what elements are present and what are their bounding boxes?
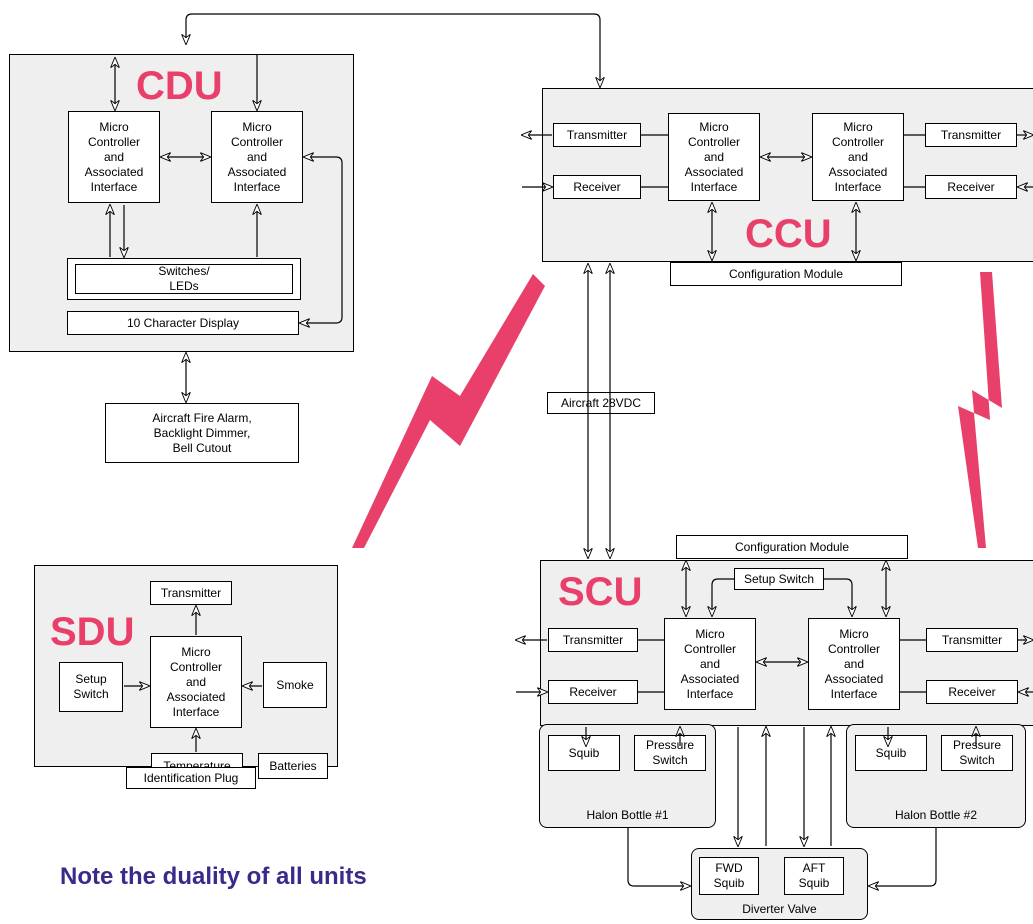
ccu-config-module: Configuration Module	[670, 262, 902, 286]
ccu-mc-left: Micro Controller and Associated Interfac…	[668, 113, 760, 201]
ccu-transmitter-right: Transmitter	[925, 123, 1017, 147]
diverter-label: Diverter Valve	[742, 902, 817, 916]
halon-2-label: Halon Bottle #2	[894, 808, 978, 822]
scu-transmitter-right: Transmitter	[926, 628, 1018, 652]
cdu-panel	[9, 54, 354, 352]
scu-setup-switch: Setup Switch	[734, 568, 824, 590]
cdu-display: 10 Character Display	[67, 311, 299, 335]
scu-mc-left: Micro Controller and Associated Interfac…	[664, 618, 756, 710]
scu-transmitter-left: Transmitter	[548, 628, 638, 652]
halon-1-label: Halon Bottle #1	[586, 808, 669, 822]
ccu-transmitter-left: Transmitter	[553, 123, 641, 147]
duality-note: Note the duality of all units	[60, 863, 367, 890]
sdu-identification-plug: Identification Plug	[126, 767, 256, 789]
cdu-switches-leds: Switches/ LEDs	[75, 264, 293, 294]
scu-setup-left	[712, 578, 734, 616]
wireless-bolt-left	[352, 274, 545, 548]
sdu-mc: Micro Controller and Associated Interfac…	[150, 636, 242, 728]
cdu-mc-left: Micro Controller and Associated Interfac…	[68, 111, 160, 203]
scu-config-module: Configuration Module	[676, 535, 908, 559]
scu-setup-right	[824, 578, 852, 616]
scu-title: SCU	[558, 570, 643, 614]
cdu-switches-outer: Switches/ LEDs	[67, 258, 301, 300]
halon-2-pressure-switch: Pressure Switch	[941, 735, 1013, 771]
sdu-title: SDU	[50, 610, 135, 654]
scu-receiver-right: Receiver	[926, 680, 1018, 704]
halon-1-pressure-switch: Pressure Switch	[634, 735, 706, 771]
cdu-mc-right: Micro Controller and Associated Interfac…	[211, 111, 303, 203]
ccu-receiver-right: Receiver	[925, 175, 1017, 199]
scu-mc-right: Micro Controller and Associated Interfac…	[808, 618, 900, 710]
halon1-diverter	[627, 828, 690, 886]
ccu-receiver-left: Receiver	[553, 175, 641, 199]
ccu-title: CCU	[745, 212, 832, 256]
power-label: Aircraft 28VDC	[547, 392, 655, 414]
sdu-transmitter: Transmitter	[150, 581, 232, 605]
sdu-batteries: Batteries	[258, 753, 328, 779]
diverter-fwd-squib: FWD Squib	[699, 857, 759, 895]
sdu-smoke: Smoke	[263, 662, 327, 708]
scu-receiver-left: Receiver	[548, 680, 638, 704]
sdu-setup-switch: Setup Switch	[59, 662, 123, 712]
cdu-display-loop	[300, 157, 343, 323]
halon2-diverter	[869, 828, 937, 886]
wireless-bolt-right	[958, 272, 1002, 548]
diverter-aft-squib: AFT Squib	[784, 857, 844, 895]
cdu-ccu-link	[186, 13, 600, 87]
cdu-external-inputs: Aircraft Fire Alarm, Backlight Dimmer, B…	[105, 403, 299, 463]
ccu-mc-right: Micro Controller and Associated Interfac…	[812, 113, 904, 201]
